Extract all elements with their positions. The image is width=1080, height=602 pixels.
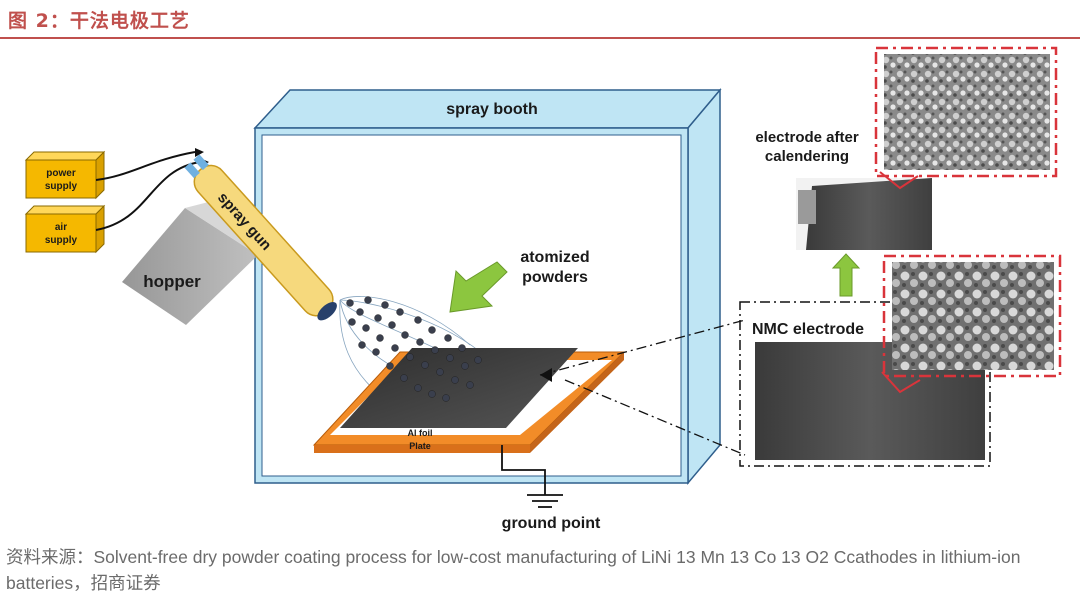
- sem-image-calendered: [874, 46, 1058, 190]
- hopper-label: hopper: [143, 272, 201, 291]
- spray-booth-label: spray booth: [446, 101, 538, 118]
- nmc-electrode-label: NMC electrode: [752, 321, 864, 338]
- dry-electrode-process-diagram: spray booth power supply air supply hopp…: [24, 46, 1062, 532]
- air-supply-label-line1: air: [55, 222, 67, 233]
- electrode-after-calendering-line2: calendering: [765, 148, 849, 165]
- connector-arrow-icon: [540, 368, 552, 382]
- zoom-connector-lines: [539, 319, 746, 456]
- atomized-powder-particles: [346, 296, 482, 402]
- booth-side-face: [687, 87, 721, 486]
- atomized-powders-label-line1: atomized: [520, 249, 589, 266]
- electrode-after-calendering-line1: electrode after: [755, 129, 859, 146]
- title-divider: [0, 37, 1080, 39]
- power-supply-box: power supply: [24, 150, 106, 200]
- power-supply-label-line2: supply: [45, 181, 78, 192]
- figure-title: 图 2：干法电极工艺: [8, 10, 190, 32]
- plate-label: Plate: [409, 441, 431, 451]
- air-supply-label-line2: supply: [45, 235, 78, 246]
- green-arrow-icon: [449, 261, 508, 313]
- ground-point-label: ground point: [502, 515, 601, 532]
- source-note: 资料来源：Solvent-free dry powder coating pro…: [6, 547, 1021, 593]
- air-supply-box: air supply: [24, 204, 106, 254]
- calendered-electrode-photo: [796, 178, 932, 250]
- al-foil-label: Al foil: [408, 428, 433, 438]
- ground-symbol: [501, 445, 563, 508]
- atomized-powders-label-line2: powders: [522, 269, 588, 286]
- up-arrow-icon: [831, 253, 861, 297]
- sem-image-as-sprayed: [881, 254, 1062, 394]
- atomized-powders-callout: atomized powders: [449, 249, 590, 313]
- power-supply-label-line1: power: [46, 168, 76, 179]
